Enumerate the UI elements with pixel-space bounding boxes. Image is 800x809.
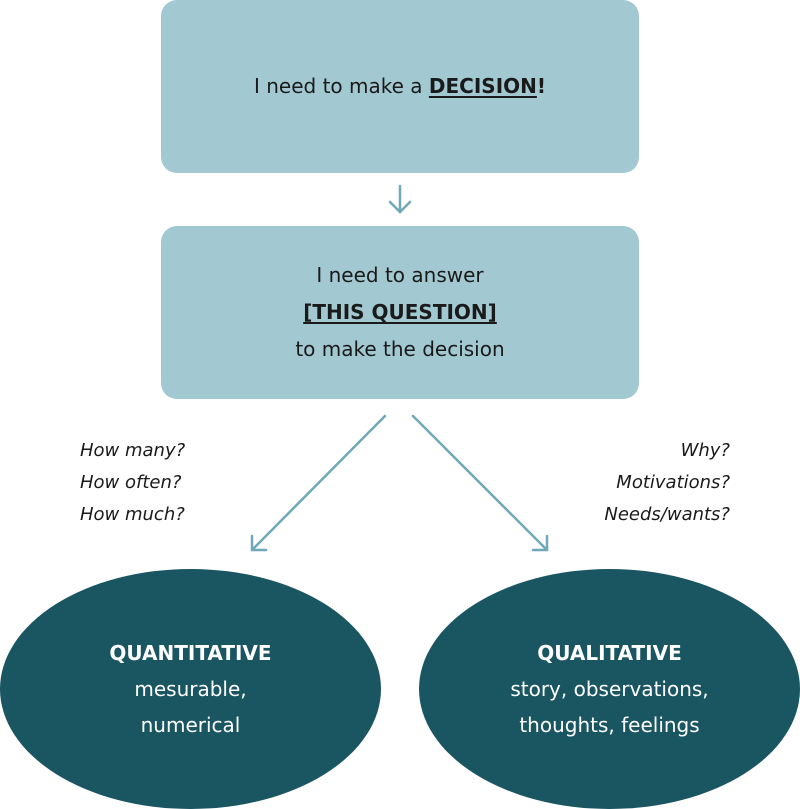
arrow-decision-to-question <box>388 184 412 214</box>
question-needs-wants: Needs/wants? <box>604 504 730 525</box>
question-line3: to make the decision <box>295 337 505 361</box>
question-box: I need to answer [THIS QUESTION] to make… <box>161 226 639 399</box>
quantitative-desc-line2: numerical <box>140 713 241 737</box>
question-how-many: How many? <box>80 440 186 461</box>
qualitative-questions: Why? Motivations? Needs/wants? <box>604 435 730 531</box>
question-why: Why? <box>680 440 730 461</box>
decision-box: I need to make a DECISION! <box>161 0 639 173</box>
arrow-to-qualitative <box>411 414 549 552</box>
decision-suffix: ! <box>536 74 546 98</box>
qualitative-desc-line1: story, observations, <box>510 677 709 701</box>
question-emphasis: [THIS QUESTION] <box>303 300 497 324</box>
question-how-much: How much? <box>80 504 185 525</box>
question-motivations: Motivations? <box>616 472 730 493</box>
decision-prefix: I need to make a <box>253 74 429 98</box>
arrow-to-quantitative <box>250 414 387 552</box>
decision-text: I need to make a DECISION! <box>254 68 546 105</box>
question-line1: I need to answer <box>316 263 484 287</box>
qualitative-desc-line2: thoughts, feelings <box>519 713 700 737</box>
qualitative-title: QUALITATIVE <box>537 641 682 665</box>
quantitative-questions: How many? How often? How much? <box>80 435 185 531</box>
qualitative-oval: QUALITATIVE story, observations, thought… <box>419 569 800 809</box>
quantitative-title: QUANTITATIVE <box>109 641 272 665</box>
quantitative-desc-line1: mesurable, <box>134 677 247 701</box>
question-how-often: How often? <box>80 472 182 493</box>
quantitative-oval: QUANTITATIVE mesurable, numerical <box>0 569 381 809</box>
decision-emphasis: DECISION <box>428 74 537 98</box>
